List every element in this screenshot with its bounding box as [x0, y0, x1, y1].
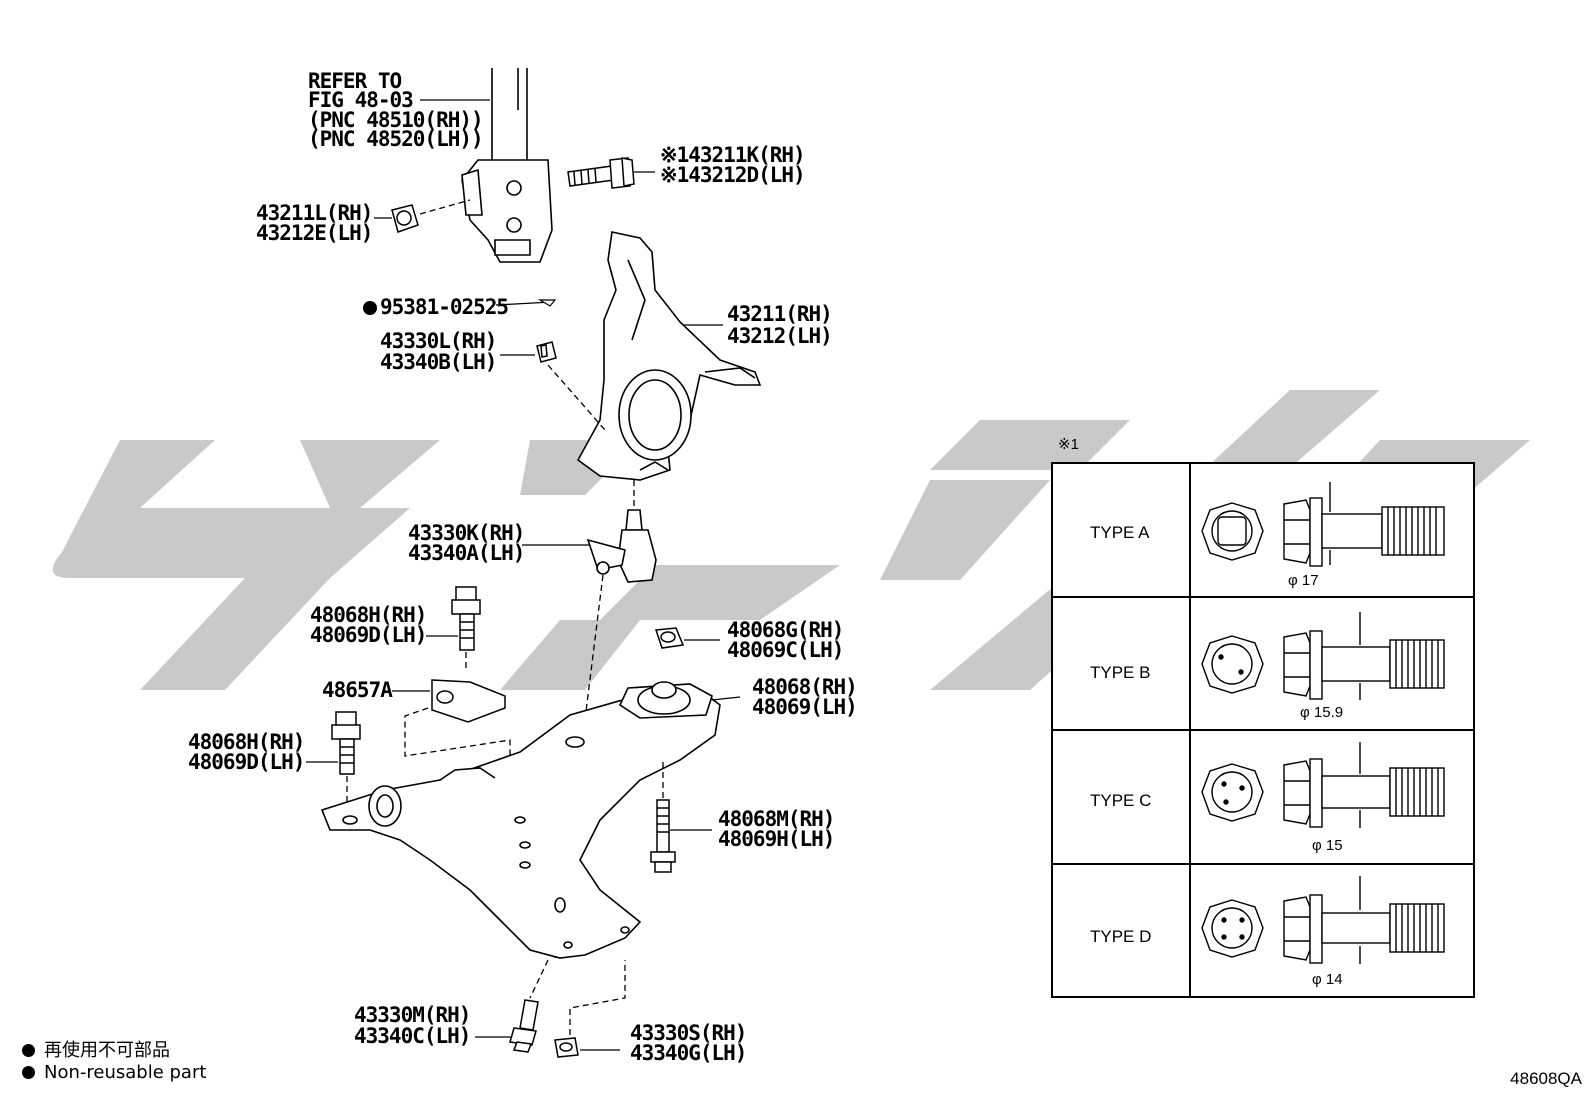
label-upper-nut-lh: 43212E(LH): [256, 221, 372, 245]
label-cotter-pin: 95381-02525: [380, 295, 508, 319]
non-reusable-dot-icon: [22, 1066, 35, 1079]
refer-line-3: (PNC 48510(RH)): [308, 108, 483, 132]
legend-jp: 再使用不可部品: [22, 1036, 170, 1062]
legend-en-text: Non-reusable part: [44, 1062, 207, 1083]
part-labels: REFER TO FIG 48-03 (PNC 48510(RH)) (PNC …: [188, 69, 858, 1065]
bottom-bolt: [509, 999, 539, 1053]
type-d-label: TYPE D: [1090, 927, 1151, 946]
legend-en: Non-reusable part: [22, 1062, 206, 1083]
refer-line-4: (PNC 48520(LH)): [308, 127, 483, 151]
label-bottom-nut-lh: 43340G(LH): [630, 1041, 746, 1065]
type-d-diameter: φ 14: [1312, 971, 1343, 988]
label-knuckle-lh: 43212(LH): [727, 324, 832, 348]
label-ball-joint-lh: 43340A(LH): [408, 541, 524, 565]
label-bottom-nut-rh: 43330S(RH): [630, 1021, 746, 1045]
label-knuckle-rh: 43211(RH): [727, 302, 832, 326]
type-b-bolt-icon: [1201, 612, 1445, 700]
type-a-diameter: φ 17: [1288, 572, 1319, 589]
label-upper-nut-rh: 43211L(RH): [256, 201, 372, 225]
type-d-bolt-icon: [1201, 876, 1445, 964]
label-lower-arm-rh: 48068(RH): [752, 675, 857, 699]
ball-joint: [586, 509, 657, 583]
refer-line-2: FIG 48-03: [308, 88, 413, 112]
label-rear-bolt-lh: 48069D(LH): [188, 750, 304, 774]
shock-absorber: [461, 68, 553, 263]
label-bottom-bolt-rh: 43330M(RH): [354, 1003, 470, 1027]
flange-nut: [654, 627, 685, 649]
label-rear-bolt-rh: 48068H(RH): [188, 730, 304, 754]
legend-jp-text: 再使用不可部品: [44, 1040, 170, 1061]
lower-control-arm: [320, 681, 721, 959]
non-reusable-marker: [363, 301, 377, 315]
label-front-bolt-rh: 48068H(RH): [310, 603, 426, 627]
figure-code: 48608QA: [1510, 1069, 1582, 1088]
bottom-nut: [554, 1037, 579, 1058]
table-note-mark: ※1: [1058, 436, 1079, 453]
non-reusable-dot-icon: [22, 1044, 35, 1057]
steering-knuckle: [576, 231, 762, 481]
label-upper-bolt-rh: ※143211K(RH): [660, 143, 805, 167]
refer-line-1: REFER TO: [308, 69, 402, 93]
upper-bolt: [567, 157, 635, 189]
label-long-bolt-lh: 48069H(LH): [718, 827, 834, 851]
bracket: [431, 679, 506, 723]
castle-nut: [536, 341, 557, 363]
bolt-type-table: ※1 TYPE A TYPE B TYPE C TYPE D φ 17: [1051, 436, 1475, 998]
label-bottom-bolt-lh: 43340C(LH): [354, 1024, 470, 1048]
type-c-label: TYPE C: [1090, 791, 1151, 810]
type-b-label: TYPE B: [1090, 663, 1150, 682]
type-a-bolt-icon: [1201, 482, 1445, 567]
upper-nut: [391, 204, 419, 233]
label-lower-arm-lh: 48069(LH): [752, 695, 857, 719]
label-front-bolt-lh: 48069D(LH): [310, 623, 426, 647]
label-flange-nut-rh: 48068G(RH): [727, 618, 843, 642]
type-c-diameter: φ 15: [1312, 837, 1343, 854]
label-castle-nut-rh: 43330L(RH): [380, 329, 496, 353]
label-bracket: 48657A: [322, 678, 393, 702]
front-bolt: [451, 586, 481, 651]
rear-bolt: [331, 711, 361, 775]
label-upper-bolt-lh: ※143212D(LH): [660, 163, 805, 187]
label-long-bolt-rh: 48068M(RH): [718, 807, 834, 831]
label-ball-joint-rh: 43330K(RH): [408, 521, 524, 545]
type-a-label: TYPE A: [1090, 523, 1150, 542]
label-flange-nut-lh: 48069C(LH): [727, 638, 843, 662]
type-b-diameter: φ 15.9: [1300, 704, 1343, 721]
cotter-pin: [537, 299, 557, 307]
long-bolt: [650, 799, 676, 873]
type-c-bolt-icon: [1201, 742, 1445, 828]
label-castle-nut-lh: 43340B(LH): [380, 350, 496, 374]
